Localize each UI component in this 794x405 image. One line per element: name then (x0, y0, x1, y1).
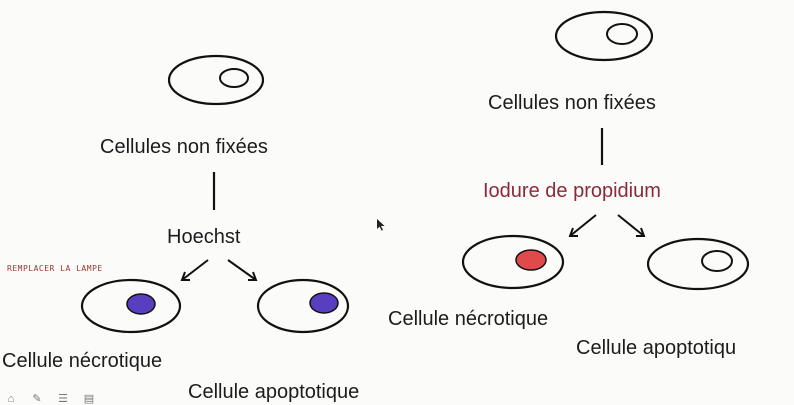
right-necrotic-label: Cellule nécrotique (388, 308, 548, 330)
side-note: REMPLACER LA LAMPE (7, 264, 103, 273)
note-icon[interactable]: ▤ (78, 394, 100, 405)
right-source-label: Cellules non fixées (488, 92, 656, 114)
left-necrotic-nucleus (127, 294, 155, 314)
left-apoptotic-nucleus (310, 293, 338, 313)
right-necrotic-cell (463, 236, 563, 288)
left-reagent-label: Hoechst (167, 226, 240, 248)
left-apoptotic-cell (258, 280, 348, 332)
right-necrotic-nucleus (516, 250, 546, 270)
right-source-cell (556, 12, 652, 60)
right-apoptotic-label: Cellule apoptotiqu (576, 337, 736, 359)
right-branch-arrows (570, 215, 644, 236)
right-reagent-label: Iodure de propidium (483, 180, 661, 202)
menu-icon[interactable]: ☰ (52, 394, 74, 405)
home-icon[interactable]: ⌂ (0, 394, 22, 405)
left-source-cell (169, 56, 263, 104)
pen-icon[interactable]: ✎ (26, 394, 48, 405)
right-apoptotic-nucleus (702, 251, 732, 271)
left-branch-arrows (182, 260, 256, 280)
mouse-cursor-icon (376, 218, 386, 232)
bottom-toolbar: ⌂ ✎ ☰ ▤ (0, 393, 130, 405)
right-apoptotic-cell (648, 239, 748, 289)
left-necrotic-cell (82, 280, 180, 332)
left-apoptotic-label: Cellule apoptotique (188, 381, 359, 403)
left-necrotic-label: Cellule nécrotique (2, 350, 162, 372)
left-source-label: Cellules non fixées (100, 136, 268, 158)
